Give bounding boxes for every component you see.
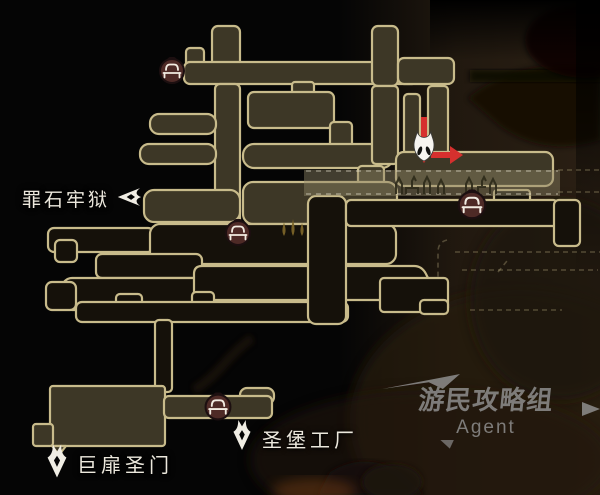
watermark-subtitle: Agent	[456, 416, 516, 438]
watermark: 游民攻略组 Agent	[382, 374, 600, 449]
area-label-gate: 巨扉圣门	[77, 455, 173, 477]
watermark-triangle-icon	[440, 439, 454, 449]
area-label-prison: 罪石牢狱	[22, 190, 111, 211]
map-rooms	[31, 24, 582, 457]
spire-corridor-band	[304, 170, 560, 196]
watermark-title: 游民攻略组	[416, 385, 556, 415]
unexplored-map-hints	[437, 169, 600, 315]
flame-decor-icon	[282, 219, 304, 236]
area-label-factory: 圣堡工厂	[262, 430, 358, 452]
background-art	[191, 0, 600, 495]
